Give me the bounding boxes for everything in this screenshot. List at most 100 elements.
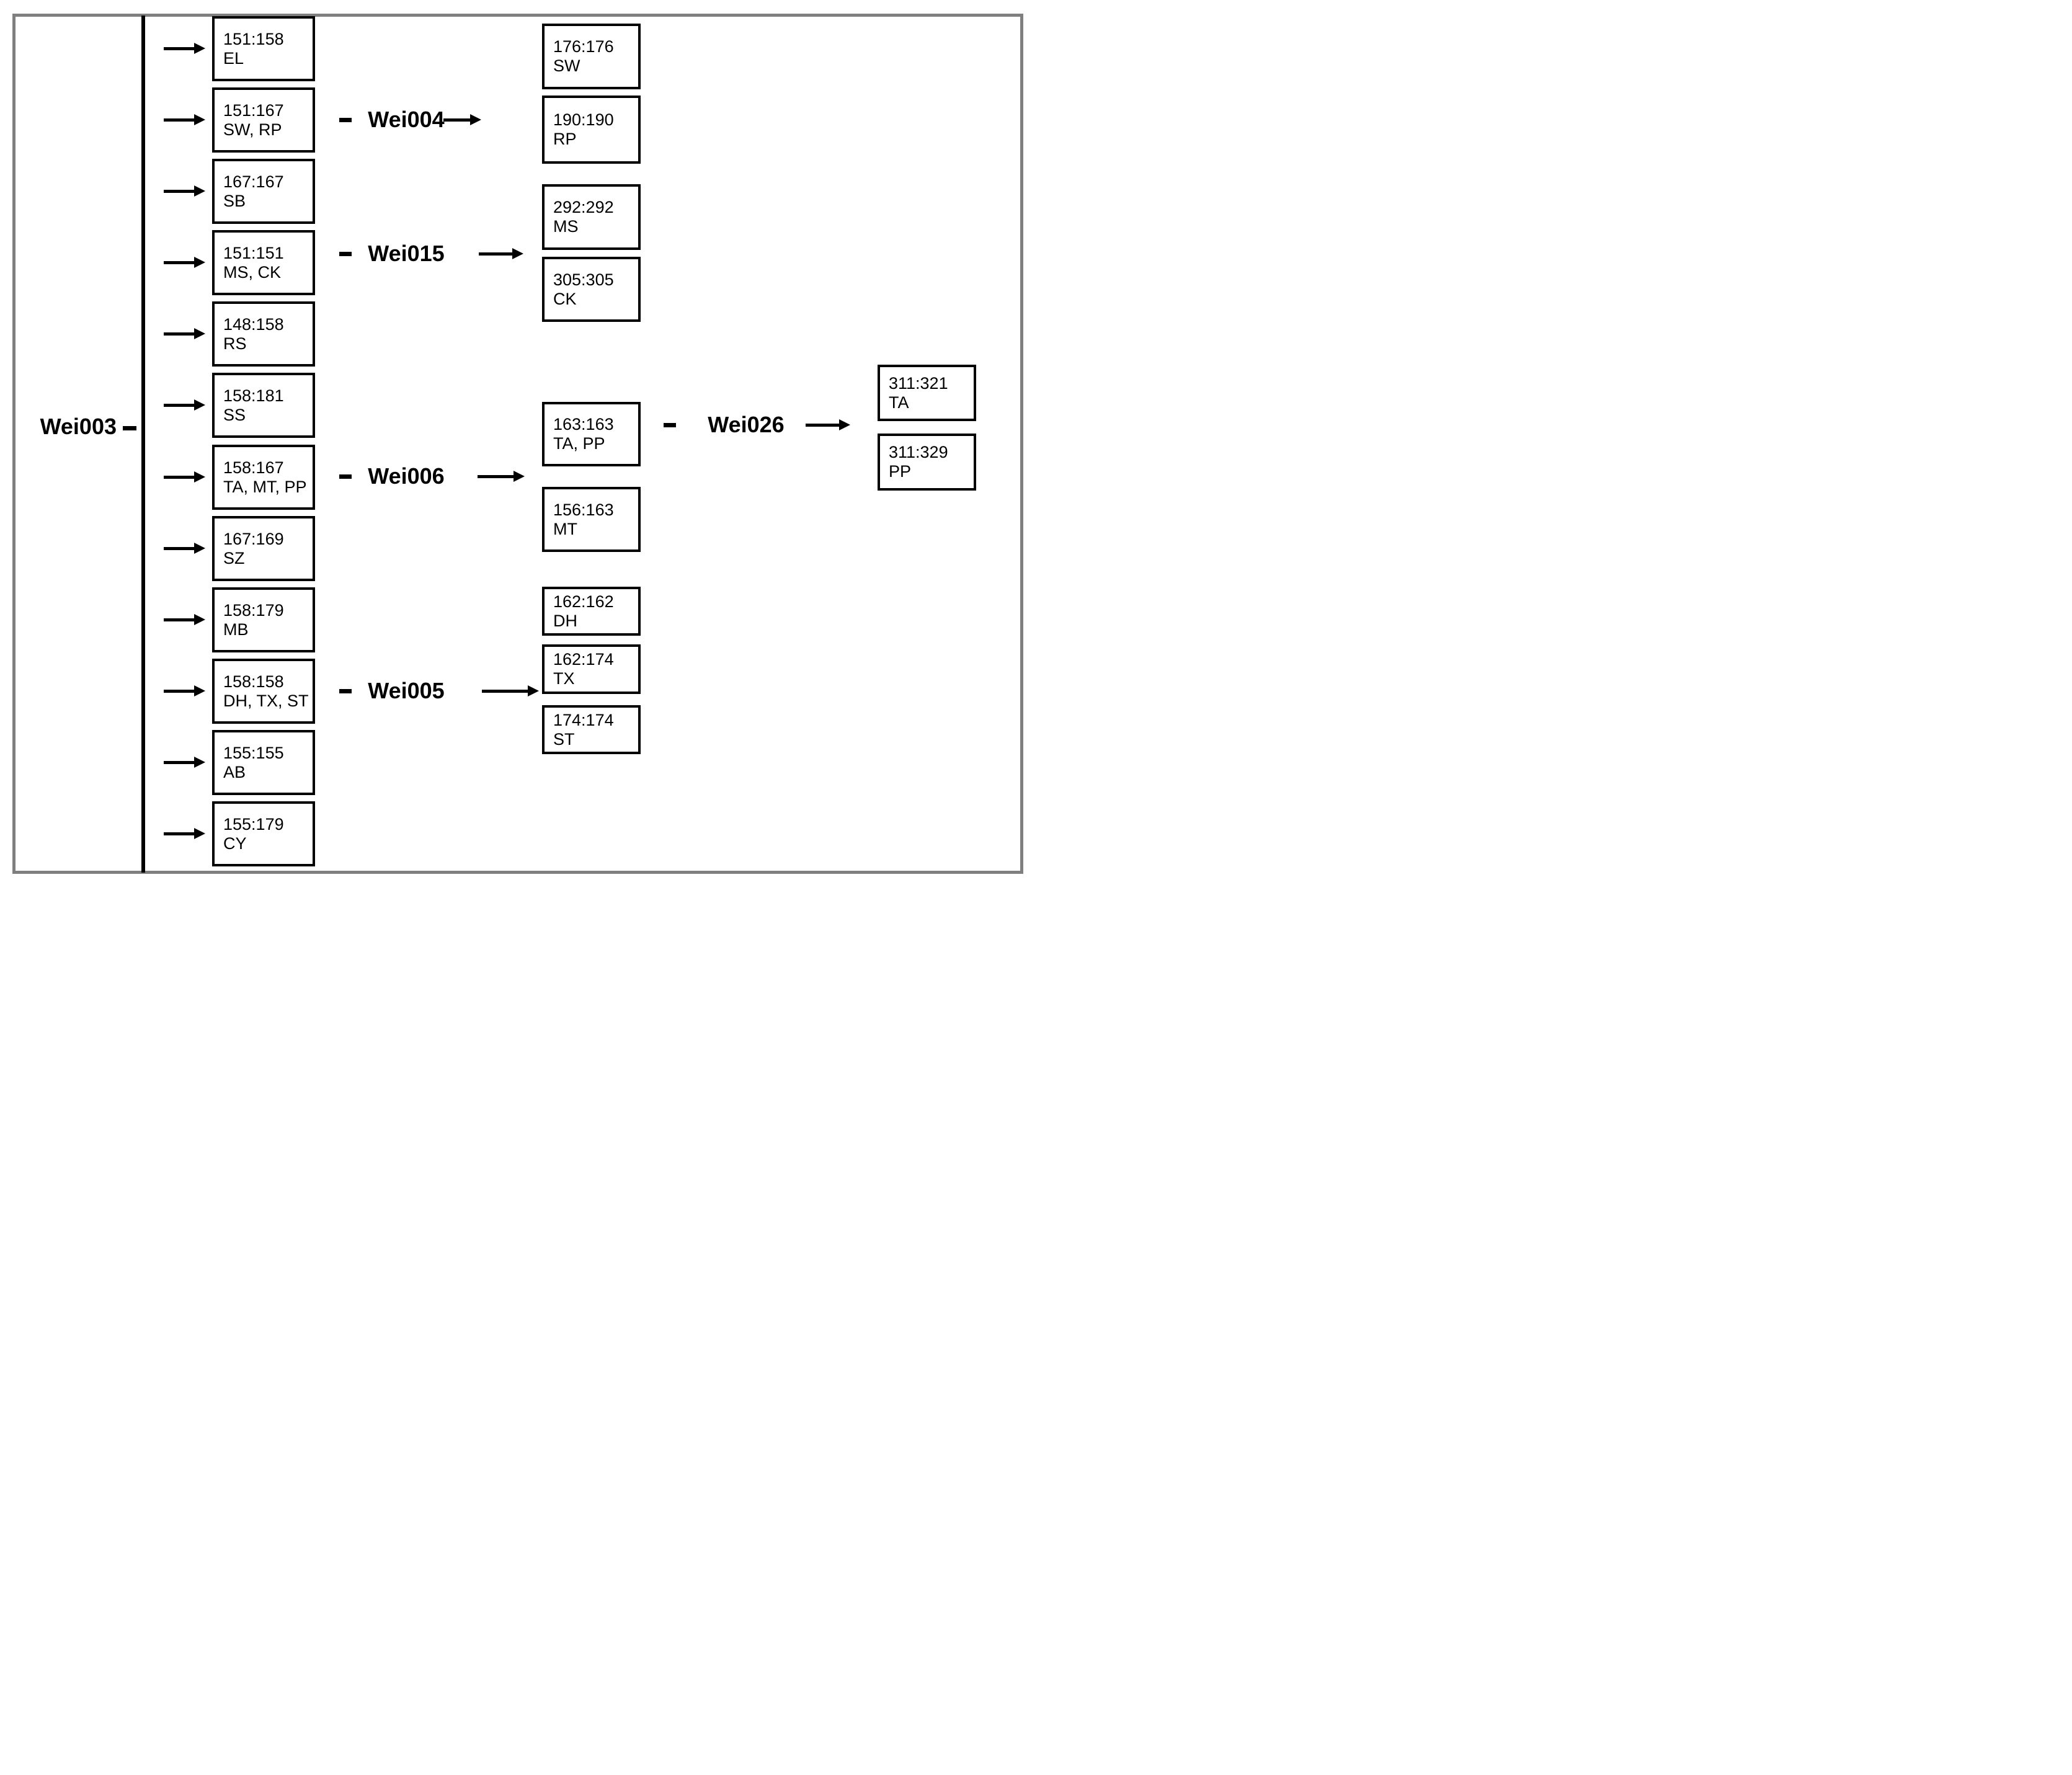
genotype-value: 148:158 [223, 314, 284, 334]
carrier-initials: MS, CK [223, 262, 282, 282]
genotype-box: 156:163 MT [542, 487, 641, 552]
carrier-initials: TA, MT, PP [223, 477, 307, 496]
genotype-value: 305:305 [553, 270, 614, 289]
right-arrow-icon [482, 685, 539, 696]
label-connector-dash [339, 118, 352, 122]
genotype-value: 151:151 [223, 243, 284, 262]
genotype-box: 190:190 RP [542, 96, 641, 164]
genotype-value: 174:174 [553, 710, 614, 729]
right-arrow-icon [164, 114, 205, 125]
right-arrow-icon [164, 685, 205, 696]
right-arrow-icon [164, 399, 205, 411]
carrier-initials: MS [553, 217, 579, 236]
genotype-box: 151:158 EL [212, 16, 315, 81]
label-connector-dash [664, 423, 676, 427]
founder-label: Wei003 [40, 414, 117, 439]
right-arrow-icon [164, 328, 205, 339]
carrier-initials: PP [889, 462, 912, 481]
carrier-initials: SZ [223, 548, 245, 567]
genotype-value: 158:167 [223, 458, 284, 477]
genotype-box: 155:179 CY [212, 801, 315, 866]
genotype-box: 162:162 DH [542, 587, 641, 636]
carrier-initials: RS [223, 334, 247, 353]
genotype-value: 162:174 [553, 650, 614, 669]
genotype-value: 167:169 [223, 529, 284, 548]
genotype-value: 151:167 [223, 100, 284, 120]
founder-connector-dash [123, 426, 136, 430]
genotype-value: 311:329 [889, 443, 948, 461]
carrier-initials: SW [553, 56, 580, 75]
right-arrow-icon [164, 43, 205, 54]
offspring-label: Wei005 [368, 678, 445, 703]
genotype-box: 176:176 SW [542, 24, 641, 89]
carrier-initials: RP [553, 130, 577, 148]
genotype-box: 311:321 TA [878, 365, 976, 421]
genotype-value: 163:163 [553, 415, 614, 434]
genotype-box: 163:163 TA, PP [542, 402, 641, 466]
carrier-initials: DH [553, 611, 577, 630]
genotype-box: 167:167 SB [212, 159, 315, 224]
label-connector-dash [339, 252, 352, 256]
right-arrow-icon [479, 248, 523, 259]
label-connector-dash [339, 689, 352, 693]
genotype-value: 151:158 [223, 29, 284, 48]
genotype-value: 158:181 [223, 386, 284, 405]
genotype-box: 158:167 TA, MT, PP [212, 445, 315, 510]
genotype-value: 162:162 [553, 592, 614, 611]
offspring-label: Wei015 [368, 241, 445, 266]
genotype-box: 167:169 SZ [212, 516, 315, 581]
genotype-value: 167:167 [223, 172, 284, 191]
carrier-initials: TX [553, 669, 575, 688]
right-arrow-icon [164, 543, 205, 554]
genotype-value: 156:163 [553, 500, 614, 519]
genotype-box: 162:174 TX [542, 644, 641, 694]
genotype-box: 151:151 MS, CK [212, 230, 315, 295]
genotype-value: 155:155 [223, 743, 284, 762]
genotype-value: 292:292 [553, 198, 614, 216]
offspring-label: Wei004 [368, 107, 445, 132]
carrier-initials: SW, RP [223, 120, 282, 139]
right-arrow-icon [164, 614, 205, 625]
genotype-value: 190:190 [553, 110, 614, 129]
right-arrow-icon [164, 471, 205, 483]
descent-line [141, 16, 145, 873]
genotype-box: 292:292 MS [542, 184, 641, 250]
pedigree-diagram: Wei003 151:158 EL 151:167 SW, RP 167:167… [0, 0, 1036, 888]
offspring-label: Wei006 [368, 463, 445, 489]
carrier-initials: DH, TX, ST [223, 691, 309, 710]
genotype-value: 158:179 [223, 600, 284, 620]
genotype-value: 158:158 [223, 672, 284, 691]
carrier-initials: TA [889, 393, 909, 412]
carrier-initials: SB [223, 191, 246, 210]
genotype-box: 155:155 AB [212, 730, 315, 795]
genotype-box: 311:329 PP [878, 434, 976, 491]
genotype-box: 158:181 SS [212, 373, 315, 438]
genotype-box: 148:158 RS [212, 301, 315, 367]
label-connector-dash [339, 474, 352, 479]
carrier-initials: AB [223, 762, 246, 781]
right-arrow-icon [164, 757, 205, 768]
genotype-box: 158:179 MB [212, 587, 315, 652]
right-arrow-icon [164, 185, 205, 197]
carrier-initials: MT [553, 519, 577, 538]
carrier-initials: TA, PP [553, 434, 605, 453]
carrier-initials: CY [223, 834, 247, 853]
carrier-initials: SS [223, 405, 246, 424]
carrier-initials: ST [553, 729, 575, 749]
right-arrow-icon [443, 114, 481, 125]
genotype-value: 311:321 [889, 373, 948, 393]
carrier-initials: MB [223, 620, 249, 639]
genotype-value: 155:179 [223, 814, 284, 834]
genotype-box: 174:174 ST [542, 705, 641, 754]
right-arrow-icon [478, 471, 525, 482]
offspring-label: Wei026 [708, 412, 785, 437]
genotype-box: 158:158 DH, TX, ST [212, 659, 315, 724]
genotype-box: 151:167 SW, RP [212, 87, 315, 153]
right-arrow-icon [164, 257, 205, 268]
right-arrow-icon [806, 419, 850, 430]
carrier-initials: EL [223, 48, 244, 68]
genotype-box: 305:305 CK [542, 257, 641, 322]
carrier-initials: CK [553, 289, 577, 308]
outer-frame [12, 14, 1023, 874]
genotype-value: 176:176 [553, 37, 614, 56]
